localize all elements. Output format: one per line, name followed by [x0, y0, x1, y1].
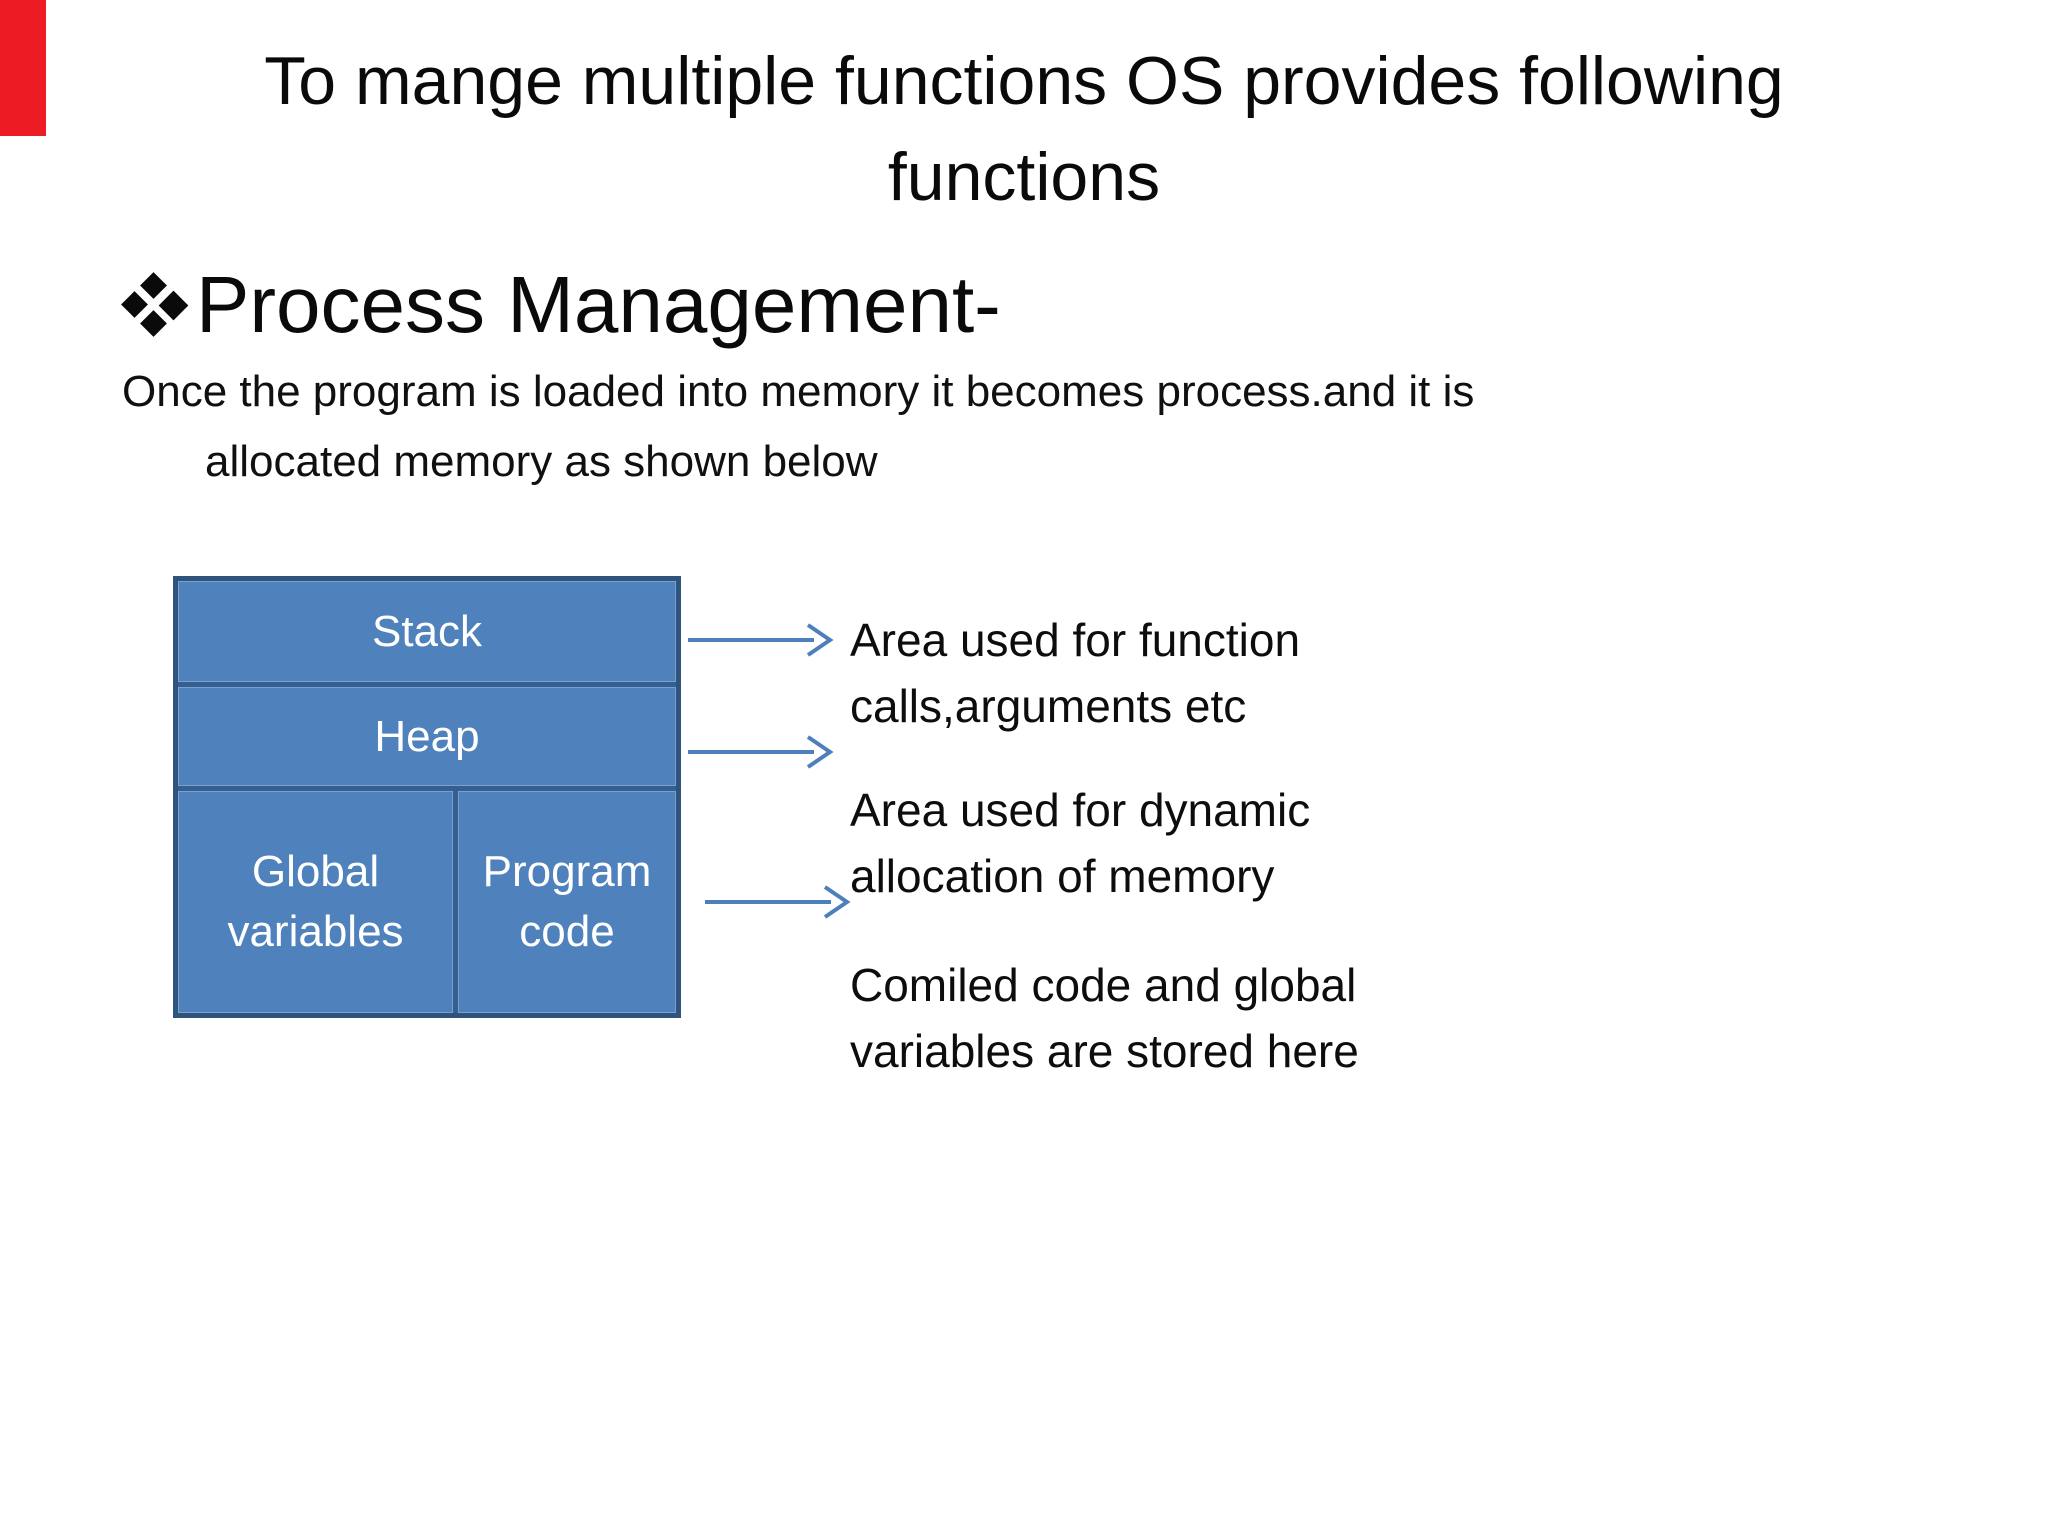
section-heading-label: Process Management-: [196, 260, 1001, 349]
annotation-stack-line1: Area used for function: [850, 614, 1301, 666]
slide-title-line2: functions: [887, 139, 1161, 215]
arrow-icon-code: [705, 885, 851, 919]
arrow-icon-heap: [688, 735, 834, 769]
annotation-stack-line2: calls,arguments etc: [850, 680, 1247, 732]
annotation-heap-line2: allocation of memory: [850, 850, 1275, 902]
memory-bottom-row: Global variables Program code: [178, 791, 676, 1013]
annotation-stack: Area used for function calls,arguments e…: [850, 607, 1300, 739]
slide-title: To mange multiple functions OS provides …: [0, 33, 2048, 225]
memory-cell-program-code: Program code: [458, 791, 676, 1013]
annotation-heap: Area used for dynamic allocation of memo…: [850, 777, 1310, 909]
annotation-code-line1: Comiled code and global: [850, 959, 1357, 1011]
arrow-icon-stack: [688, 623, 834, 657]
annotation-heap-line1: Area used for dynamic: [850, 784, 1311, 836]
section-heading: Process Management-: [121, 260, 1001, 349]
memory-cell-stack: Stack: [178, 581, 676, 682]
memory-cell-heap: Heap: [178, 687, 676, 786]
annotation-code-line2: variables are stored here: [850, 1025, 1359, 1077]
memory-cell-global-variables: Global variables: [178, 791, 453, 1013]
body-text-line1: Once the program is loaded into memory i…: [122, 367, 1475, 416]
diamond-bullet-icon: [121, 272, 189, 337]
annotation-code: Comiled code and global variables are st…: [850, 952, 1359, 1084]
body-text-line2: allocated memory as shown below: [205, 437, 878, 486]
red-marker: [0, 0, 46, 136]
memory-layout-diagram: Stack Heap Global variables Program code: [173, 576, 681, 1018]
slide-title-line1: To mange multiple functions OS provides …: [264, 43, 1784, 119]
